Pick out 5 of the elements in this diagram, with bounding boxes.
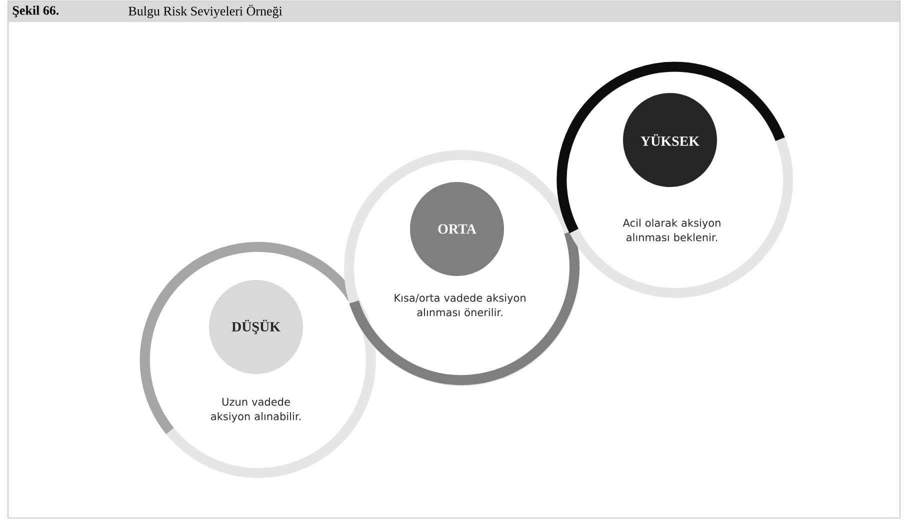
risk-description: Kısa/orta vadede aksiyon alınması önerilir. <box>394 294 526 316</box>
figure-number: Şekil 66. <box>12 6 59 18</box>
risk-description: Uzun vadede aksiyon alınabilir. <box>211 398 300 422</box>
risk-description: Acil olarak aksiyon alınması beklenir. <box>622 218 720 242</box>
figure-title: Bulgu Risk Seviyeleri Örneği <box>128 4 282 18</box>
